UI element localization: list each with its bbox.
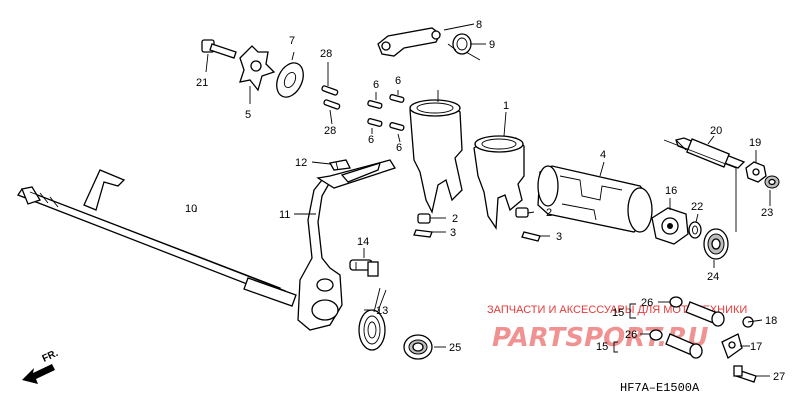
return-spring-13 — [358, 287, 387, 351]
callout-labels: 1 2 2 3 3 4 5 6 6 6 6 7 8 9 10 11 12 13 … — [185, 19, 785, 383]
callout-15-bottom: 15 — [596, 341, 608, 353]
callout-25: 25 — [449, 342, 461, 354]
callout-27: 27 — [773, 371, 785, 383]
dowel-pin-28 — [321, 85, 341, 110]
callout-9: 9 — [489, 39, 495, 51]
callout-28-bottom: 28 — [324, 125, 336, 137]
watermark-text: ЗАПЧАСТИ И АКСЕССУАРЫ ДЛЯ МОТОТЕХНИКИ — [487, 304, 747, 316]
drum-center-16 — [651, 207, 689, 245]
callout-7: 7 — [289, 35, 295, 47]
front-direction-arrow: FR. — [22, 348, 60, 384]
callout-4: 4 — [600, 149, 606, 161]
washer-23 — [764, 175, 780, 189]
callout-18: 18 — [765, 315, 777, 327]
callout-26-bottom: 26 — [625, 329, 637, 341]
brackets — [613, 139, 737, 353]
leader-lines — [195, 23, 771, 377]
callout-3-left: 3 — [450, 227, 456, 239]
callout-6-c: 6 — [368, 134, 374, 146]
callout-2-left: 2 — [452, 213, 458, 225]
callout-21: 21 — [196, 77, 208, 89]
bolt-27 — [733, 365, 757, 383]
bolt-21 — [201, 39, 237, 59]
star-plate-7 — [276, 62, 304, 98]
diagram-code: HF7A–E1500A — [620, 381, 700, 395]
switch-bolt-bottom — [665, 333, 703, 359]
stopper-plate-5 — [239, 45, 276, 92]
callout-24: 24 — [707, 271, 719, 283]
callout-13: 13 — [376, 305, 388, 317]
callout-22: 22 — [691, 201, 703, 213]
neutral-switch-shaft-20 — [675, 137, 746, 169]
sealing-washer-26-bottom — [649, 329, 663, 341]
callout-6-a: 6 — [373, 79, 379, 91]
shift-spindle-shaft — [17, 169, 297, 307]
callout-5: 5 — [245, 109, 251, 121]
callout-6-d: 6 — [396, 142, 402, 154]
callout-10: 10 — [185, 203, 197, 215]
callout-6-b: 6 — [395, 75, 401, 87]
callout-16: 16 — [665, 185, 677, 197]
shift-fork-left — [409, 99, 463, 214]
callout-20: 20 — [710, 125, 722, 137]
callout-19: 19 — [749, 137, 761, 149]
callout-12: 12 — [295, 157, 307, 169]
fork-pin-2-left — [417, 213, 431, 224]
callout-2-right: 2 — [546, 207, 552, 219]
washer-22 — [688, 221, 702, 239]
clip-3-left — [413, 229, 433, 238]
direction-label: FR. — [41, 348, 60, 365]
callout-15-top: 15 — [612, 307, 624, 319]
fork-pin-2-right — [515, 207, 529, 218]
callout-1: 1 — [503, 100, 509, 112]
callout-23: 23 — [761, 207, 773, 219]
shift-fork-right — [473, 135, 525, 230]
bearing-24 — [703, 228, 729, 260]
clip-3-right — [521, 231, 541, 242]
spring-pin-12 — [328, 159, 351, 171]
oil-seal-25 — [403, 334, 433, 360]
callout-17: 17 — [750, 341, 762, 353]
guide-pins-6 — [367, 94, 405, 131]
switch-bolt-top — [685, 301, 725, 327]
callout-26-top: 26 — [641, 297, 653, 309]
bolt-14 — [349, 259, 379, 277]
drum-stopper-arm-8 — [377, 27, 441, 57]
stopper-spring-9 — [447, 33, 481, 61]
callout-14: 14 — [357, 236, 369, 248]
callout-3-right: 3 — [556, 231, 562, 243]
clamp-17 — [721, 333, 743, 360]
gearshift-arm — [297, 159, 396, 331]
callout-8: 8 — [476, 19, 482, 31]
callout-11: 11 — [279, 209, 290, 221]
shift-drum-4 — [537, 165, 653, 233]
nut-19 — [745, 161, 767, 183]
callout-28-top: 28 — [320, 48, 332, 60]
sealing-washer-26-top — [669, 296, 683, 308]
